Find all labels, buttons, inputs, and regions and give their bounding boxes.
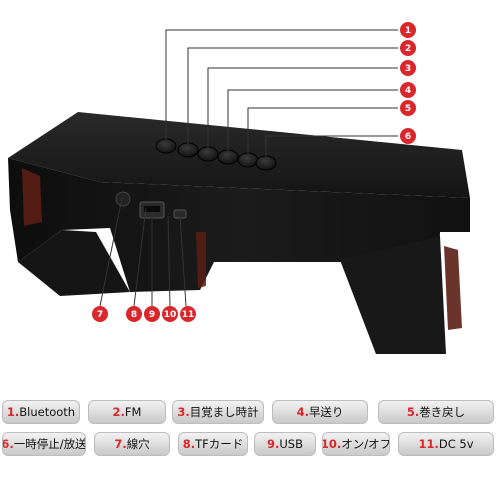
svg-text:11: 11: [182, 310, 195, 320]
legend-label: 早送り: [308, 405, 344, 419]
callout-badge-11: 11: [180, 306, 196, 322]
svg-text:9: 9: [149, 310, 155, 320]
svg-text:1: 1: [405, 26, 411, 36]
legend-number: 7.: [114, 437, 127, 451]
svg-text:3: 3: [405, 64, 411, 74]
svg-text:4: 4: [405, 86, 411, 96]
control-buttons: [155, 138, 277, 171]
svg-text:5: 5: [405, 104, 411, 114]
callout-badge-2: 2: [400, 40, 416, 56]
callout-badge-8: 8: [126, 306, 142, 322]
callout-badge-1: 1: [400, 22, 416, 38]
legend-number: 11.: [418, 437, 439, 451]
legend-item-fm: 2.FM: [88, 400, 166, 424]
callout-badge-9: 9: [144, 306, 160, 322]
svg-text:2: 2: [405, 44, 411, 54]
callout-badge-6: 6: [400, 128, 416, 144]
speaker-body: [8, 112, 470, 354]
legend-label: オン/オフ: [341, 437, 390, 451]
legend-item-dc-5v: 11.DC 5v: [398, 432, 494, 456]
legend-number: 3.: [177, 405, 190, 419]
legend-label: 巻き戻し: [419, 405, 466, 419]
legend-item-alarm: 3.目覚まし時計: [172, 400, 264, 424]
legend-number: 8.: [182, 437, 196, 451]
speaker-illustration: 1 2 3 4 5 6 7 8 9 10 11: [8, 22, 470, 354]
legend-number: 9.: [267, 437, 280, 451]
svg-text:10: 10: [164, 310, 177, 320]
legend-label: Bluetooth: [19, 405, 76, 419]
callout-badge-10: 10: [162, 306, 178, 322]
legend-label: FM: [124, 405, 142, 419]
callout-badge-3: 3: [400, 60, 416, 76]
legend: 1.Bluetooth 2.FM 3.目覚まし時計 4.早送り 5.巻き戻し 6…: [0, 396, 500, 500]
legend-number: 1.: [6, 405, 20, 419]
callout-badge-4: 4: [400, 82, 416, 98]
legend-item-tf-card: 8.TFカード: [178, 432, 248, 456]
legend-label: DC 5v: [438, 437, 474, 451]
svg-text:8: 8: [131, 310, 137, 320]
legend-label: TFカード: [195, 437, 244, 451]
legend-label: 一時停止/放送: [13, 437, 86, 451]
legend-number: 10.: [322, 437, 342, 451]
legend-item-pause-play: 6.一時停止/放送: [2, 432, 86, 456]
legend-label: USB: [279, 437, 303, 451]
legend-number: 5.: [406, 405, 420, 419]
svg-text:7: 7: [97, 310, 103, 320]
legend-item-bluetooth: 1.Bluetooth: [2, 400, 80, 424]
legend-item-line-in: 7.線穴: [94, 432, 170, 456]
legend-item-fast-forward: 4.早送り: [272, 400, 368, 424]
legend-number: 2.: [112, 405, 125, 419]
svg-text:6: 6: [405, 132, 411, 142]
legend-label: 目覚まし時計: [189, 405, 259, 419]
legend-item-rewind: 5.巻き戻し: [378, 400, 494, 424]
legend-label: 線穴: [126, 437, 150, 451]
leader-lines: [99, 29, 398, 307]
legend-item-usb: 9.USB: [254, 432, 316, 456]
callout-badge-7: 7: [92, 306, 108, 322]
legend-number: 4.: [296, 405, 309, 419]
legend-item-power: 10.オン/オフ: [322, 432, 390, 456]
legend-number: 6.: [2, 437, 14, 451]
callout-badge-5: 5: [400, 100, 416, 116]
